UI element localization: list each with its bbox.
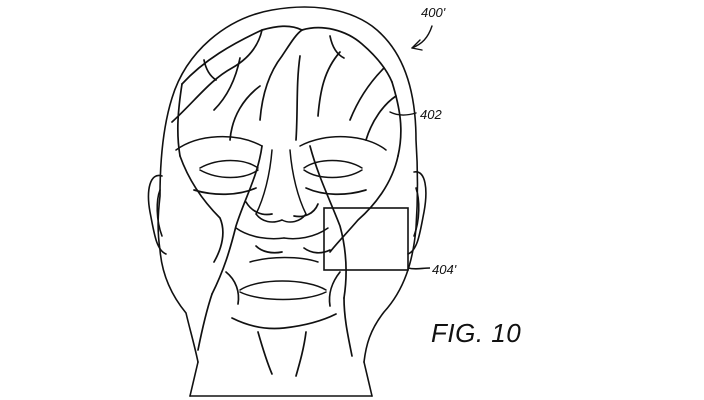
vessel-forehead-3 [213, 57, 241, 111]
vessel-temple-right [391, 81, 402, 157]
arrow-400-shaft [411, 25, 433, 49]
vessel-forehead-9 [229, 85, 261, 141]
head-outline [147, 6, 427, 397]
vessel-forehead-2 [171, 29, 263, 123]
nose-left [255, 149, 283, 223]
nose-right [281, 149, 307, 223]
vessel-branch-1 [203, 59, 217, 81]
vessel-forehead-10 [365, 95, 397, 141]
region-box [323, 207, 409, 271]
vessel-temple-left [177, 83, 183, 157]
mouth-lower [239, 291, 327, 301]
reference-404-label: 404' [432, 262, 457, 277]
eye-right-lower [303, 169, 363, 179]
region-box-404 [323, 207, 431, 271]
vessel-under-eye-left [193, 187, 257, 196]
leader-402 [389, 111, 417, 116]
neck-right [363, 361, 373, 397]
vessel-forehead-1 [181, 25, 303, 85]
figure-caption: FIG. 10 [431, 318, 522, 348]
vessel-chin-2 [257, 331, 273, 375]
vessel-chin-1 [231, 313, 337, 330]
vessel-network [171, 25, 402, 377]
vessel-branch-2 [329, 35, 345, 59]
ear-right [407, 171, 427, 255]
vessel-nasal-left [211, 145, 263, 295]
ear-right-inner [413, 187, 420, 237]
vessel-branch-5 [255, 245, 283, 254]
reference-402-label: 402 [420, 107, 442, 122]
vessel-branch-3 [245, 201, 273, 216]
vessel-branch-4 [293, 203, 319, 218]
arrow-400-head [411, 39, 423, 51]
cheek-fold-left [235, 227, 285, 240]
leader-404 [407, 267, 431, 270]
brow-right [299, 136, 387, 151]
ear-left-inner [156, 189, 163, 237]
vessel-jaw-left [197, 293, 213, 351]
neck-left [189, 361, 199, 397]
vessel-forehead-7 [349, 67, 385, 121]
vessel-branch-6 [303, 247, 331, 254]
facial-features [175, 136, 387, 301]
ear-left [147, 174, 167, 255]
vessel-cheek-right [329, 155, 399, 253]
vessel-forehead-8 [295, 55, 301, 141]
chin-line [249, 256, 319, 263]
vessel-forehead-4 [259, 29, 303, 121]
vessel-chin-3 [295, 331, 307, 377]
head-contour [157, 6, 419, 363]
brow-left [175, 136, 263, 151]
reference-400-label: 400' [421, 5, 446, 20]
eye-left-upper [199, 159, 259, 169]
vessel-cheek-left [179, 155, 224, 263]
vessel-jaw-right [343, 297, 353, 357]
eye-left-lower [199, 169, 259, 179]
vessel-perioral-right [328, 271, 341, 307]
leader-lines [389, 25, 433, 116]
vessel-forehead-6 [317, 51, 341, 117]
eye-right-upper [303, 159, 363, 169]
vessel-forehead-5 [301, 26, 393, 83]
vessel-nasal-right [309, 145, 347, 299]
cheek-fold-right [283, 227, 329, 240]
vessel-perioral-left [225, 271, 240, 305]
vessel-under-eye-right [305, 187, 367, 196]
mouth-upper [239, 280, 327, 291]
